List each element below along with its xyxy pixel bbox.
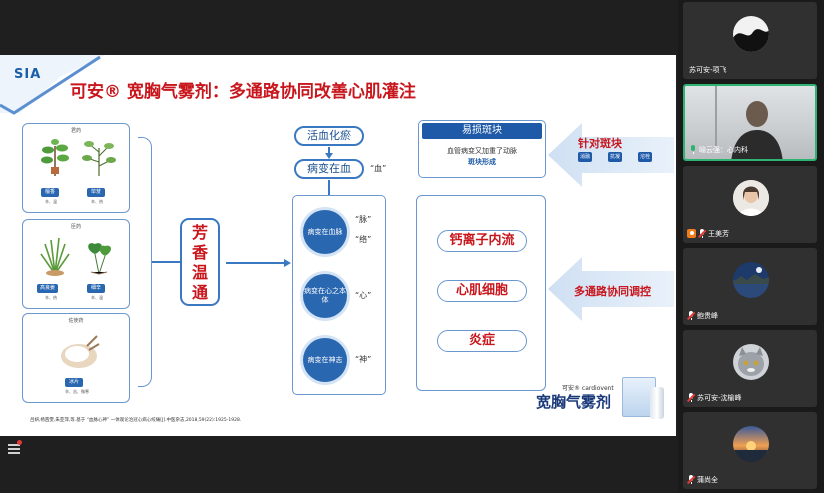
reference-text: 吕妍,杨茜雯,朱亚萍,等.基于 “血脉心神” 一体观论治冠心病心绞痛[J].中医… [30,418,242,423]
participant-tile-active[interactable]: 喻云强：心内科 [683,84,817,161]
mic-muted-icon [686,392,696,403]
targets-box: 钙离子内流 心肌细胞 炎症 [416,195,546,391]
aroma-box: 芳香温通 [180,218,220,306]
herb-category: 佐使药 [68,318,84,324]
logo-wedge [0,55,105,115]
sia-logo: SIA [14,67,42,82]
pill-connector [328,147,330,155]
arrow-multipath-label: 多通路协同调控 [574,285,651,298]
herb-box-primary: 君药 檀香 辛、温 [22,123,130,213]
participant-tile[interactable]: 王美芳 [683,166,817,243]
herb-tag: 高良姜 [37,284,59,293]
participant-tile[interactable]: 苏可安-项飞 [683,2,817,79]
participant-name-bar: 鲍贵峰 [686,310,718,321]
aroma-arrow-head [284,259,291,267]
target-myocyte: 心肌细胞 [437,280,527,302]
bottom-toolbar [0,436,678,493]
circle-heart: 病变在心之本体 [303,274,347,318]
tag-thrombolysis: 溶栓 [638,152,653,162]
product-spray-image [650,387,664,419]
herb-bracket [138,137,152,387]
quote-heart: “心” [355,291,372,300]
shared-screen-area: SIA 可安® 宽胸气雾剂：多通路协同改善心肌灌注 君药 [0,55,678,493]
avatar [733,180,769,216]
product-brand: 可安® cardiovent [562,385,614,392]
plaque-line1: 血管病变又加重了动脉 [447,147,517,155]
presentation-slide: SIA 可安® 宽胸气雾剂：多通路协同改善心肌灌注 君药 [0,55,676,436]
video-feed [685,86,815,159]
herb-property: 辛、温 [45,199,57,204]
asarum-plant-icon [88,243,111,275]
avatar [733,16,769,52]
circle-spirit: 病变在神志 [303,338,347,382]
circle-vessel: 病变在血脉 [303,210,347,254]
participant-name: 鲍贵峰 [697,311,718,320]
participant-name-bar: 蒲尚全 [686,474,718,485]
herb-box-adjuvant: 佐使药 冰片 辛、苦、微寒 [22,313,130,403]
pill-lesion-blood: 病变在血 [294,159,364,179]
pathology-box: 病变在血脉 “脉” “络” 病变在心之本体 “心” 病变在神志 “神” [292,195,386,395]
herb-property: 辛、热 [45,295,57,300]
long-pepper-plant-icon [82,141,116,176]
participant-name: 苏可安-沈榆峰 [697,393,742,402]
mic-muted-icon [697,228,707,239]
participant-tile[interactable]: 蒲尚全 [683,412,817,489]
participant-tile[interactable]: 苏可安-沈榆峰 [683,330,817,407]
target-calcium: 钙离子内流 [437,230,527,252]
participant-name: 蒲尚全 [697,475,718,484]
pill-to-box-connector [328,180,330,195]
avatar [733,344,769,380]
herb-tag: 檀香 [41,188,59,197]
mic-on-icon [689,144,697,155]
tag-anticoagulation: 抗凝 [608,152,623,162]
product-name: 宽胸气雾剂 [536,393,612,411]
pill-arrow-down [325,153,333,159]
participant-name-bar: 王美芳 [687,228,729,239]
galangal-plant-icon [40,237,70,276]
plaque-box: 易损斑块 血管病变又加重了动脉 斑块形成 [418,120,546,178]
herb-tag: 冰片 [65,378,83,387]
participant-name: 王美芳 [708,229,729,238]
product-logo: 可安® cardiovent 宽胸气雾剂 [522,375,672,431]
aroma-text: 芳香温通 [191,223,208,302]
participant-name-bar: 苏可安-沈榆峰 [686,392,742,403]
herb-property: 辛、温 [91,295,103,300]
participant-list-icon[interactable] [6,440,22,456]
avatar [733,426,769,462]
arrow-multipath-icon [548,257,674,321]
herb-tag: 细辛 [87,284,105,293]
plaque-line2: 斑块形成 [468,158,496,166]
host-icon [687,229,696,238]
aroma-arrow-line [226,262,286,264]
herb-category: 臣药 [70,224,81,230]
target-inflammation: 炎症 [437,330,527,352]
herb-property: 辛、苦、微寒 [65,389,89,394]
herb-category: 君药 [70,128,81,134]
participant-name-bar: 苏可安-项飞 [687,64,727,75]
herb-box-secondary: 臣药 高良姜 辛、热 细辛 辛、温 [22,219,130,309]
quote-spirit: “神” [355,355,372,364]
quote-blood: “血” [370,164,387,173]
mic-muted-icon [686,474,696,485]
avatar [733,262,769,298]
arrow-plaque-label: 针对斑块 [578,137,622,150]
participant-name: 喻云强：心内科 [699,145,748,154]
herb-property: 辛、热 [91,199,103,204]
participant-name: 苏可安-项飞 [689,65,727,74]
borneol-icon [61,335,100,368]
tag-ablation: 消融 [578,152,593,162]
participants-panel: 苏可安-项飞 喻云强：心内科 王美芳 [678,0,824,493]
herb-tag: 荜茇 [87,188,105,197]
participant-tile[interactable]: 鲍贵峰 [683,248,817,325]
mic-muted-icon [686,310,696,321]
quote-collateral: “络” [355,235,372,244]
pill-blood-stasis: 活血化瘀 [294,126,364,146]
sandalwood-plant-icon [41,139,69,176]
bracket-connector [152,261,180,263]
slide-title: 可安® 宽胸气雾剂：多通路协同改善心肌灌注 [70,82,416,102]
plaque-header: 易损斑块 [422,123,542,139]
quote-pulse: “脉” [355,215,372,224]
participant-name-bar: 喻云强：心内科 [689,144,748,155]
